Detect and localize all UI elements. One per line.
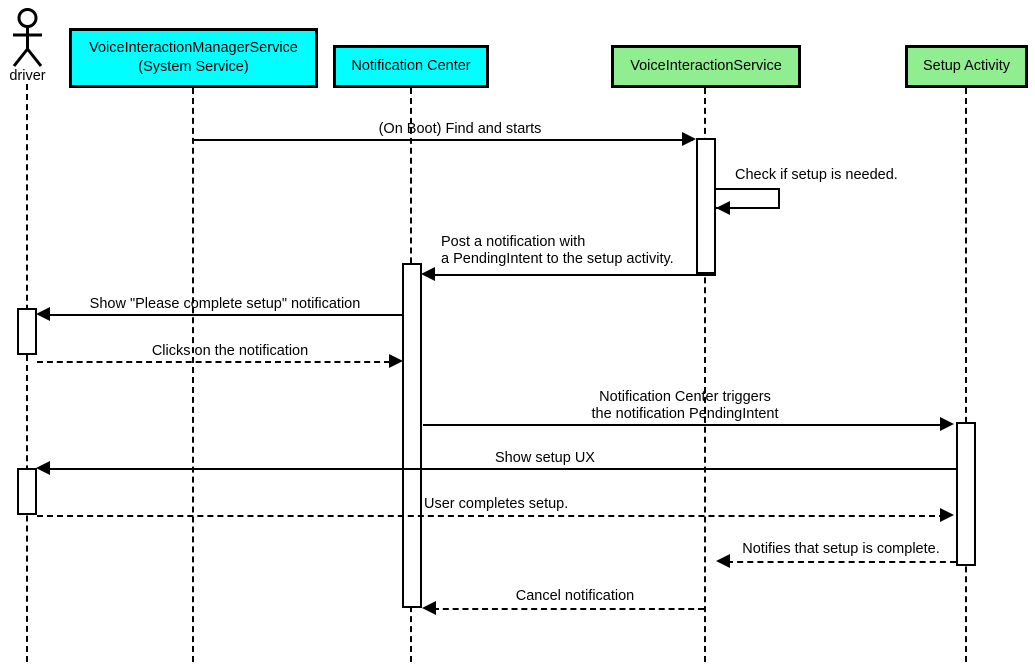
activation-driver-2: [17, 468, 37, 515]
message-selfloop-check-if-setup-is-needed: [716, 188, 780, 209]
message-label-clicks-on-the-notification: Clicks on the notification: [151, 343, 309, 359]
message-line-show-please-complete-setup: [47, 314, 403, 316]
lifeline-setup-activity: [965, 88, 967, 662]
participant-voiceinteractionservice[interactable]: VoiceInteractionService: [611, 45, 801, 88]
message-line-notification-center-triggers: [423, 424, 947, 426]
message-line-on-boot-find-and-starts: [193, 139, 693, 141]
activation-driver-1: [17, 308, 37, 355]
message-label-on-boot-find-and-starts: (On Boot) Find and starts: [378, 121, 542, 137]
participant-voiceinteractionmanagerservice[interactable]: VoiceInteractionManagerService (System S…: [69, 28, 318, 88]
lifeline-voiceinteractionservice: [704, 88, 706, 662]
message-arrowhead-clicks-on-the-notification: [389, 354, 403, 368]
message-arrowhead-check-if-setup-is-needed: [716, 201, 730, 215]
message-line-user-completes-setup: [37, 515, 945, 517]
actor-driver-figure: [12, 8, 43, 67]
activation-setup-activity-1: [956, 422, 976, 566]
lifeline-driver: [26, 84, 28, 662]
message-arrowhead-notification-center-triggers: [940, 417, 954, 431]
message-arrowhead-user-completes-setup: [940, 508, 954, 522]
message-line-cancel-notification: [433, 608, 704, 610]
message-label-user-completes-setup: User completes setup.: [424, 496, 569, 512]
actor-driver-label: driver: [9, 68, 46, 84]
message-line-notifies-that-setup-is-complete: [727, 561, 956, 563]
message-label-cancel-notification: Cancel notification: [515, 588, 635, 604]
message-line-clicks-on-the-notification: [37, 361, 390, 363]
message-label-show-setup-ux: Show setup UX: [495, 450, 595, 466]
message-arrowhead-cancel-notification: [422, 601, 436, 615]
participant-setup-activity[interactable]: Setup Activity: [905, 45, 1028, 88]
message-arrowhead-notifies-that-setup-is-complete: [716, 554, 730, 568]
message-line-show-setup-ux: [47, 468, 957, 470]
message-label-post-a-notification: Post a notification with a PendingIntent…: [441, 234, 674, 268]
message-arrowhead-show-setup-ux: [36, 461, 50, 475]
message-label-check-if-setup-is-needed: Check if setup is needed.: [735, 167, 898, 183]
message-label-notification-center-triggers: Notification Center triggers the notific…: [591, 389, 779, 423]
lifeline-voiceinteractionmanagerservice: [192, 88, 194, 662]
message-arrowhead-post-a-notification: [421, 267, 435, 281]
participant-notification-center[interactable]: Notification Center: [333, 45, 489, 88]
message-label-show-please-complete-setup: Show "Please complete setup" notificatio…: [89, 296, 361, 312]
message-line-post-a-notification: [432, 274, 716, 276]
activation-voiceinteractionservice-1: [696, 138, 716, 274]
message-arrowhead-on-boot-find-and-starts: [682, 132, 696, 146]
message-label-notifies-that-setup-is-complete: Notifies that setup is complete.: [742, 541, 940, 557]
message-arrowhead-show-please-complete-setup: [36, 307, 50, 321]
activation-notification-center-1: [402, 263, 422, 608]
